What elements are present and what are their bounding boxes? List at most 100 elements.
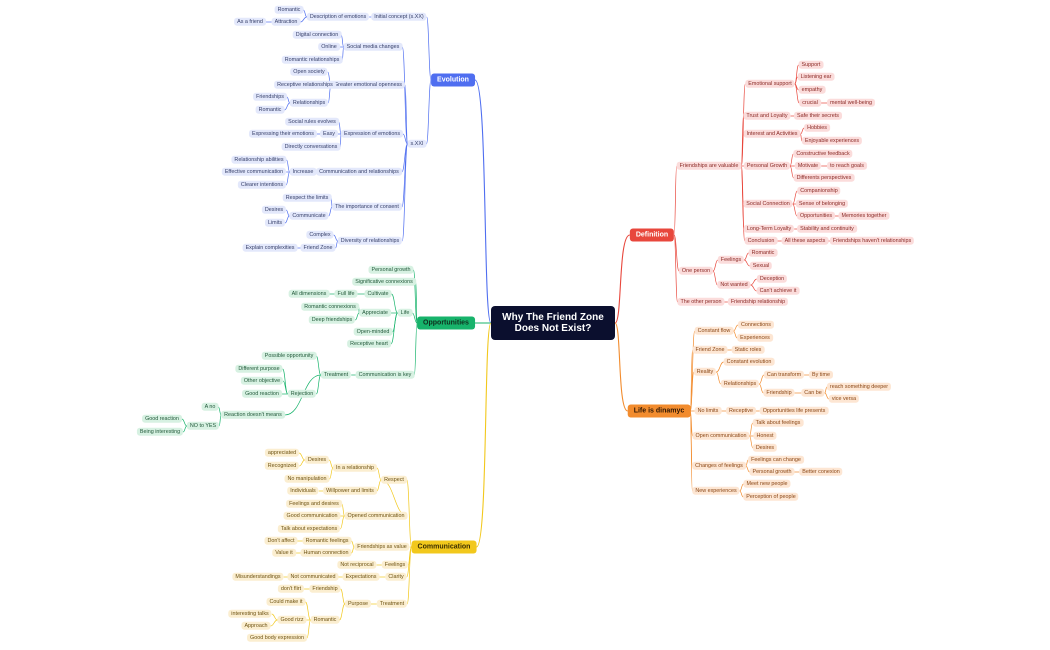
node-friendship-o[interactable]: Friendship: [763, 388, 795, 398]
node-personal-growth[interactable]: Personal growth: [368, 265, 414, 275]
central-topic[interactable]: Why The Friend Zone Does Not Exist?: [491, 306, 615, 340]
node-reach-deeper[interactable]: reach something deeper: [826, 382, 892, 392]
node-friendship-relationship[interactable]: Friendship relationship: [727, 297, 789, 307]
node-expressing-emotions[interactable]: Expressing their emotions: [248, 129, 318, 139]
node-friend-zone[interactable]: Friend Zone: [300, 243, 336, 253]
node-interesting-talks[interactable]: interesting talks: [228, 609, 272, 619]
node-talk-feelings[interactable]: Talk about feelings: [752, 418, 804, 428]
node-could-make-it[interactable]: Could make it: [266, 597, 306, 607]
node-online[interactable]: Online: [318, 42, 340, 52]
node-increase[interactable]: Increase: [289, 167, 317, 177]
node-desires[interactable]: Desires: [261, 205, 287, 215]
node-different-purpose[interactable]: Different purpose: [235, 364, 283, 374]
node-full-life[interactable]: Full life: [334, 289, 358, 299]
node-can-transform[interactable]: Can transform: [763, 370, 805, 380]
branch-evolution[interactable]: Evolution: [431, 73, 475, 87]
node-motivate[interactable]: Motivate: [794, 161, 822, 171]
node-dont-affect[interactable]: Don't affect: [264, 536, 298, 546]
node-opened-communication[interactable]: Opened communication: [344, 511, 408, 521]
node-directly-conversations[interactable]: Directly conversations: [281, 142, 341, 152]
node-interest-activities[interactable]: Interest and Activities: [743, 129, 801, 139]
node-desires-c[interactable]: Desires: [304, 455, 330, 465]
node-being-interesting[interactable]: Being interesting: [136, 427, 184, 437]
node-romantic-feelings[interactable]: Romantic feelings: [302, 536, 352, 546]
diversity-of-relationships[interactable]: Diversity of relationships: [337, 236, 403, 246]
node-romantic-2[interactable]: Romantic: [255, 105, 285, 115]
node-good-reaction-2[interactable]: Good reaction: [142, 414, 182, 424]
node-desires-o[interactable]: Desires: [752, 443, 778, 453]
node-cant-achieve[interactable]: Can't achieve it: [756, 286, 800, 296]
node-no-limits[interactable]: No limits: [694, 406, 722, 416]
node-good-reaction[interactable]: Good reaction: [242, 389, 282, 399]
node-different-perspectives[interactable]: Differents perspectives: [793, 173, 855, 183]
node-appreciated[interactable]: appreciated: [264, 448, 300, 458]
node-good-body-expression[interactable]: Good body expression: [247, 633, 307, 643]
node-new-experiences[interactable]: New experiences: [692, 486, 740, 496]
node-stability-continuity[interactable]: Stability and continuity: [797, 224, 857, 234]
node-good-communication[interactable]: Good communication: [283, 511, 341, 521]
node-explain-complexities[interactable]: Explain complexities: [242, 243, 298, 253]
node-significative-connexions[interactable]: Significative connexions: [352, 277, 416, 287]
node-companionship[interactable]: Companionship: [797, 186, 841, 196]
node-willpower-limits[interactable]: Willpower and limits: [323, 486, 377, 496]
node-appreciate[interactable]: Appreciate: [359, 308, 391, 318]
node-friendships[interactable]: Friendships: [253, 92, 287, 102]
node-no-manipulation[interactable]: No manipulation: [284, 474, 330, 484]
node-connections[interactable]: Connections: [738, 320, 774, 330]
branch-opportunities[interactable]: Opportunities: [417, 316, 475, 330]
node-effective-communication[interactable]: Effective communication: [221, 167, 287, 177]
node-vice-versa[interactable]: vice versa: [828, 394, 860, 404]
node-reaction-doesnt-mean[interactable]: Reaction doesn't means: [221, 410, 285, 420]
node-communication-is-key[interactable]: Communication is key: [355, 370, 415, 380]
node-talk-expectations[interactable]: Talk about expectations: [277, 524, 341, 534]
node-open-society[interactable]: Open society: [290, 67, 328, 77]
node-sexual[interactable]: Sexual: [749, 261, 773, 271]
node-s-xxi[interactable]: s.XXI: [407, 139, 427, 149]
node-respect[interactable]: Respect: [381, 475, 407, 485]
node-honest[interactable]: Honest: [753, 431, 777, 441]
node-can-be[interactable]: Can be: [801, 388, 825, 398]
node-social-connection[interactable]: Social Connection: [743, 199, 793, 209]
node-reality[interactable]: Reality: [693, 367, 717, 377]
node-attraction[interactable]: Attraction: [271, 17, 301, 27]
node-enjoyable-experiences[interactable]: Enjoyable experiences: [801, 136, 863, 146]
node-clarity[interactable]: Clarity: [385, 572, 407, 582]
social-media-changes[interactable]: Social media changes: [343, 42, 403, 52]
node-easy[interactable]: Easy: [320, 129, 338, 139]
node-empathy[interactable]: empathy: [798, 85, 826, 95]
node-better-conexion[interactable]: Better conexion: [799, 467, 843, 477]
node-not-communicated[interactable]: Not communicated: [287, 572, 339, 582]
initial-concept[interactable]: Initial concept (s.XX): [371, 12, 427, 22]
node-a-no[interactable]: A no: [201, 402, 219, 412]
node-open-minded[interactable]: Open-minded: [353, 327, 393, 337]
branch-definition[interactable]: Definition: [629, 228, 675, 242]
node-dont-flirt[interactable]: don't flirt: [277, 584, 305, 594]
node-feelings-desires[interactable]: Feelings and desires: [286, 499, 342, 509]
node-meet-new-people[interactable]: Meet new people: [743, 479, 791, 489]
node-feelings-c[interactable]: Feelings: [381, 560, 409, 570]
node-individuals[interactable]: Individuals: [287, 486, 319, 496]
node-not-reciprocal[interactable]: Not reciprocal: [337, 560, 377, 570]
node-approach[interactable]: Approach: [241, 621, 271, 631]
node-constant-evolution[interactable]: Constant evolution: [723, 357, 775, 367]
node-trust-loyalty[interactable]: Trust and Loyalty: [743, 111, 791, 121]
node-long-term-loyalty[interactable]: Long-Term Loyalty: [743, 224, 795, 234]
node-friend-zone-o[interactable]: Friend Zone: [692, 345, 728, 355]
node-opportunities-life[interactable]: Opportunities life presents: [759, 406, 829, 416]
description-emotions[interactable]: Description of emotions: [306, 12, 370, 22]
node-hobbies[interactable]: Hobbies: [804, 123, 830, 133]
node-support[interactable]: Support: [798, 60, 824, 70]
node-receptive-o[interactable]: Receptive: [726, 406, 756, 416]
node-friendships-havent[interactable]: Friendships haven't relationships: [829, 236, 915, 246]
node-relationship-abilities[interactable]: Relationship abilities: [231, 155, 287, 165]
node-complex[interactable]: Complex: [306, 230, 334, 240]
node-by-time[interactable]: By time: [809, 370, 833, 380]
node-perception-people[interactable]: Perception of people: [743, 492, 799, 502]
node-all-dimensions[interactable]: All dimensions: [288, 289, 330, 299]
node-receptive-relationships[interactable]: Receptive relationships: [274, 80, 336, 90]
node-friendship-c[interactable]: Friendship: [309, 584, 341, 594]
importance-of-consent[interactable]: The importance of consent: [332, 202, 402, 212]
communication-relationships[interactable]: Communication and relationships: [316, 167, 402, 177]
node-personal-growth-o[interactable]: Personal growth: [749, 467, 795, 477]
node-experiences[interactable]: Experiences: [737, 333, 773, 343]
